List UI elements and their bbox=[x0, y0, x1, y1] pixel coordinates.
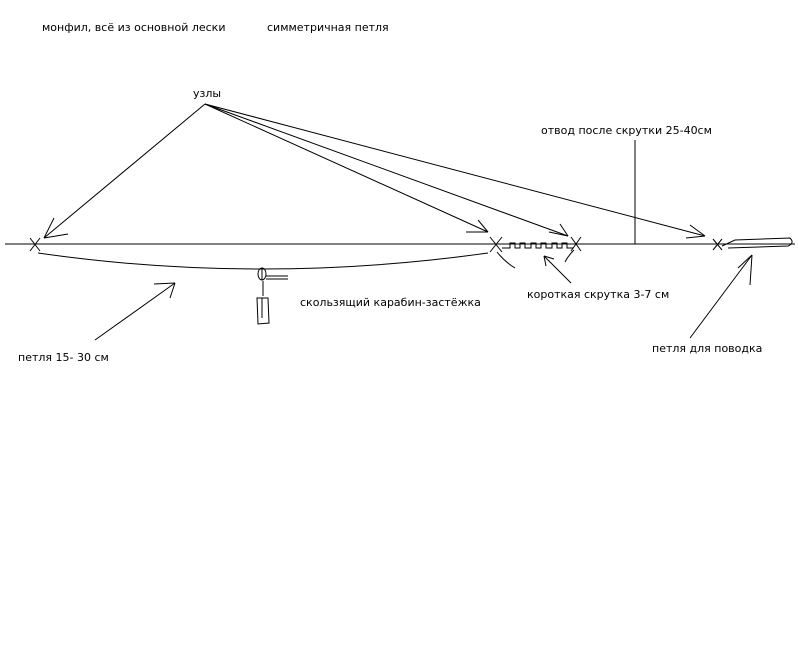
arrow-loop-length bbox=[94, 282, 176, 341]
header-left-label: монфил, всё из основной лески bbox=[42, 21, 225, 34]
knots-label: узлы bbox=[193, 87, 221, 100]
knot-after-twist bbox=[564, 236, 582, 263]
short-twist-zigzag bbox=[502, 242, 573, 249]
short-twist-label: короткая скрутка 3-7 см bbox=[527, 288, 669, 301]
knot-left bbox=[29, 237, 41, 252]
lower-loop bbox=[37, 252, 489, 270]
sliding-snap-label: скользящий карабин-застёжка bbox=[300, 296, 481, 309]
arrow-short-twist bbox=[543, 255, 572, 284]
branch-label: отвод после скрутки 25-40см bbox=[541, 124, 712, 137]
arrow-knots-to-twist-end bbox=[204, 103, 569, 237]
sinker-weight bbox=[256, 297, 270, 325]
arrow-knots-to-middle bbox=[204, 103, 489, 233]
knot-right bbox=[712, 238, 723, 251]
arrow-knots-to-right bbox=[204, 103, 706, 239]
loop-length-label: петля 15- 30 см bbox=[18, 351, 109, 364]
sliding-snap bbox=[257, 267, 288, 296]
header-right-label: симметричная петля bbox=[267, 21, 389, 34]
arrow-knots-to-left bbox=[43, 103, 206, 239]
arrow-leader-loop bbox=[689, 254, 753, 339]
leader-loop-label: петля для поводка bbox=[652, 342, 762, 355]
knot-middle bbox=[489, 236, 516, 269]
leader-loop-shape bbox=[721, 237, 793, 249]
